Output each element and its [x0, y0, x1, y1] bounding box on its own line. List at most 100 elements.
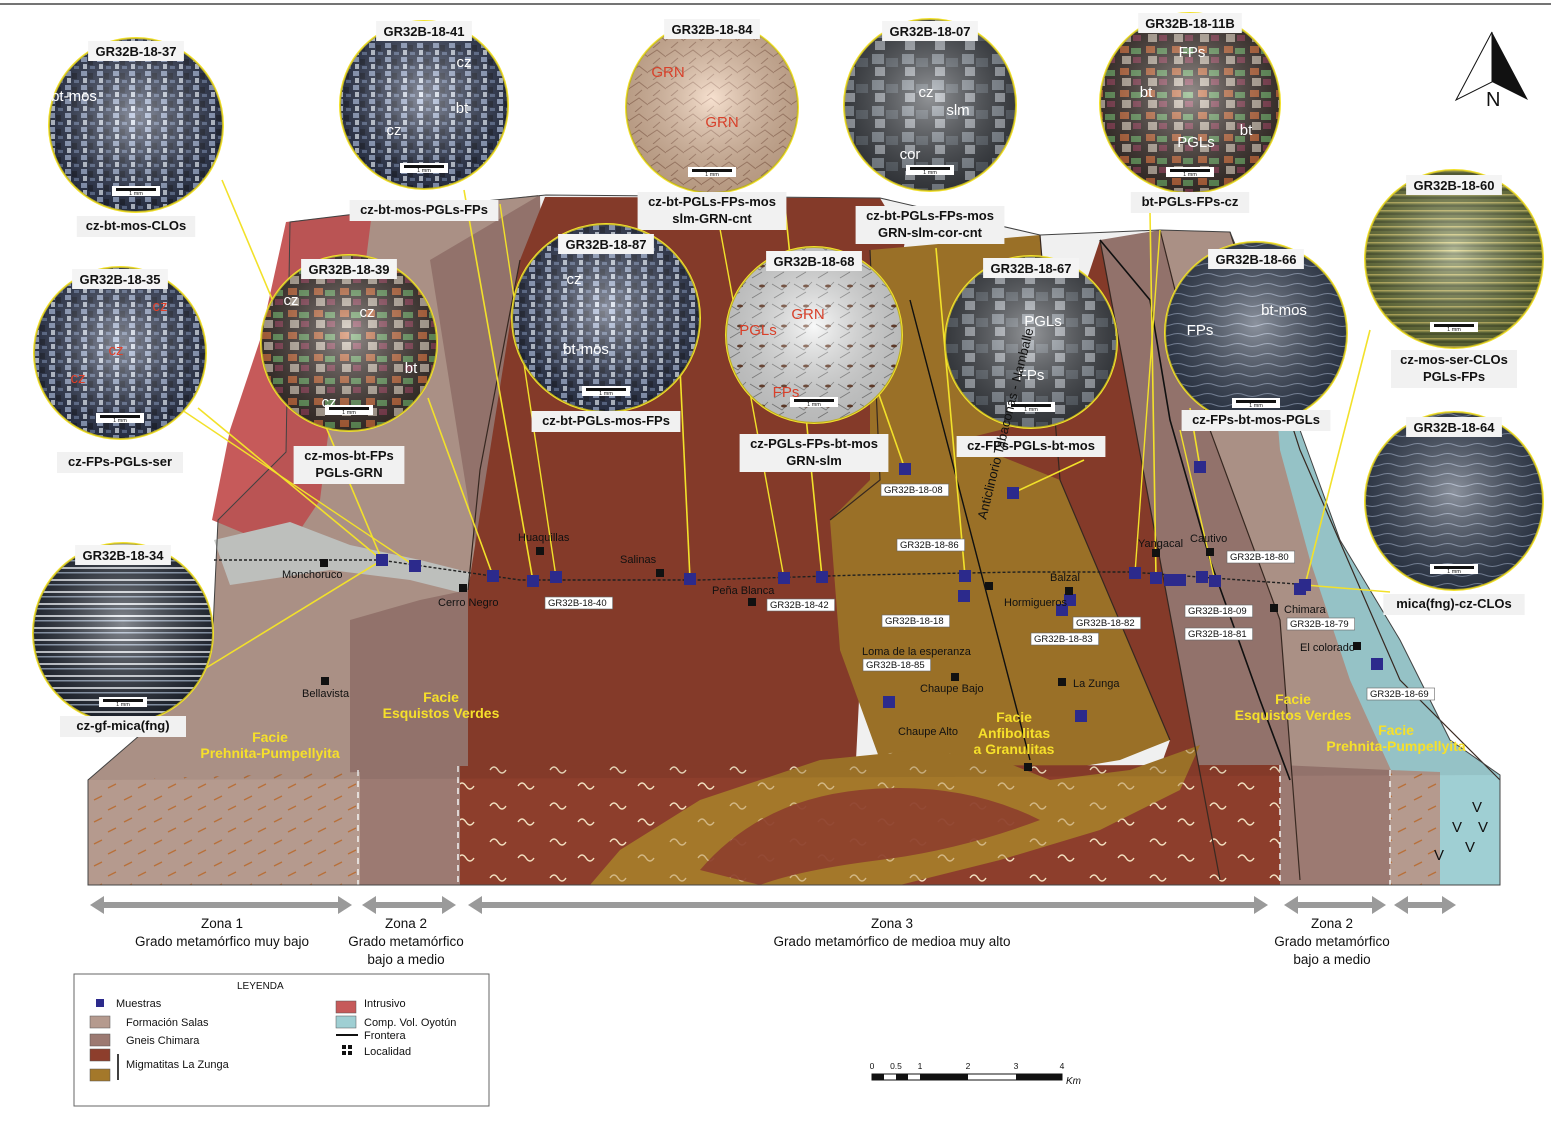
- mineral-label: cz: [71, 370, 86, 387]
- photomicrograph-title: GR32B-18-87: [566, 237, 647, 252]
- photomicrograph-title-box: [558, 234, 654, 254]
- photomicrograph-title-box: [75, 545, 171, 565]
- sample-marker: [1075, 710, 1087, 722]
- photomicrographs: GR32B-18-371 mmbt-moscz-bt-mos-CLOsGR32B…: [32, 12, 1544, 737]
- river-valley: [214, 522, 480, 595]
- locality-label: Chaupe Alto: [898, 726, 958, 738]
- legend-label: Muestras: [116, 998, 162, 1010]
- sample-label-box: [1286, 617, 1355, 631]
- sample-marker: [816, 571, 828, 583]
- locality-marker: [1152, 549, 1160, 557]
- legend-label: Comp. Vol. Oyotún: [364, 1017, 456, 1029]
- scale-bar-label: 1 mm: [1183, 172, 1197, 178]
- photomicrograph-title: GR32B-18-35: [80, 272, 161, 287]
- photomicrograph: GR32B-18-681 mmGRNPGLsFPscz-PGLs-FPs-bt-…: [725, 246, 903, 472]
- legend-swatch: [348, 1051, 352, 1055]
- zone-label: Zona 1: [201, 916, 243, 931]
- mineral-label: cz: [919, 84, 934, 101]
- mineral-assemblage-box: [76, 216, 196, 237]
- mineral-label: PGLs: [739, 322, 777, 339]
- mineral-assemblage: cz-FPs-PGLs-ser: [68, 454, 172, 469]
- mineral-assemblage: cz-bt-PGLs-FPs-mos: [866, 208, 994, 223]
- locality-label: Hormigueros: [1004, 597, 1067, 609]
- km-unit: Km: [1066, 1076, 1081, 1087]
- locality-label: Yangacal: [1138, 538, 1183, 550]
- locality-marker: [1353, 642, 1361, 650]
- zone-label: bajo a medio: [367, 952, 444, 967]
- sample-marker: [1064, 594, 1076, 606]
- mineral-assemblage: PGLs-FPs: [1423, 369, 1485, 384]
- sample-marker: [1129, 567, 1141, 579]
- sample-label: GR32B-18-08: [884, 485, 943, 496]
- connector-line: [181, 409, 416, 567]
- locality-marker: [459, 584, 467, 592]
- legend-swatch: [335, 1015, 357, 1029]
- legend-label: Localidad: [364, 1046, 411, 1058]
- mineral-assemblage-box: [349, 200, 499, 221]
- mineral-label: PGLs: [1024, 313, 1062, 330]
- locality-label: Chaupe Bajo: [920, 683, 984, 695]
- facie-label: Facie: [423, 689, 459, 705]
- legend-swatch: [96, 999, 104, 1007]
- photomicrograph: GR32B-18-661 mmFPsbt-moscz-FPs-bt-mos-PG…: [1164, 241, 1348, 431]
- photomicrograph-title-box: [1208, 249, 1304, 269]
- locality-label: Salinas: [620, 554, 657, 566]
- thrust-line: [1099, 239, 1291, 781]
- km-tick-label: 0.5: [890, 1061, 902, 1071]
- photomicrograph-title: GR32B-18-60: [1414, 178, 1495, 193]
- photomicrograph-title: GR32B-18-39: [309, 262, 390, 277]
- north-arrow-label: N: [1486, 89, 1500, 111]
- mineral-label: cz: [387, 122, 402, 139]
- sample-label-box: [862, 658, 931, 672]
- sample-marker: [1150, 572, 1162, 584]
- zone-label: Grado metamórfico muy bajo: [135, 934, 309, 949]
- photomicrograph-title: GR32B-18-41: [384, 24, 465, 39]
- sample-marker: [1174, 574, 1186, 586]
- km-tick-label: 2: [966, 1061, 971, 1071]
- mineral-label: cz: [284, 292, 299, 309]
- locality-marker: [320, 559, 328, 567]
- sample-label: GR32B-18-85: [866, 660, 925, 671]
- mineral-assemblage-box: [1130, 192, 1250, 213]
- sample-label-box: [1072, 616, 1141, 630]
- mineral-assemblage-box: [855, 206, 1005, 244]
- mineral-label: FPs: [773, 384, 800, 401]
- legend-label: Formación Salas: [126, 1017, 209, 1029]
- sample-label-box: [881, 614, 950, 628]
- mineral-label: cor: [900, 146, 921, 163]
- locality-marker: [536, 547, 544, 555]
- scale-bar-label: 1 mm: [113, 418, 127, 424]
- mineral-label: cz: [360, 304, 375, 321]
- locality-label: Chimara: [1284, 604, 1326, 616]
- zone-label: Zona 3: [871, 916, 913, 931]
- sample-marker: [409, 560, 421, 572]
- legend-swatch: [89, 1048, 111, 1062]
- locality-marker: [1058, 678, 1066, 686]
- mineral-label: bt: [1140, 84, 1153, 101]
- mineral-label: bt-mos: [1261, 302, 1307, 319]
- mineral-label: FPs: [1179, 44, 1206, 61]
- mineral-assemblage: cz-FPs-bt-mos-PGLs: [1192, 412, 1320, 427]
- photomicrograph-title-box: [301, 259, 397, 279]
- mineral-assemblage-box: [57, 452, 183, 473]
- connector-line: [935, 247, 966, 577]
- km-tick-label: 3: [1014, 1061, 1019, 1071]
- facie-label: Facie: [252, 729, 288, 745]
- sample-label-box: [1184, 627, 1253, 641]
- connector-line: [463, 189, 534, 582]
- mineral-assemblage-box: [1391, 350, 1517, 388]
- mineral-assemblage: cz-bt-mos-PGLs-FPs: [360, 202, 488, 217]
- locality-marker: [1065, 587, 1073, 595]
- sample-label: GR32B-18-09: [1188, 606, 1247, 617]
- legend-swatch: [335, 1000, 357, 1014]
- scale-bar-label: 1 mm: [923, 170, 937, 176]
- mineral-assemblage-box: [1181, 410, 1331, 431]
- photomicrograph-title-box: [1406, 175, 1502, 195]
- locality-marker: [748, 598, 756, 606]
- photomicrograph-title: GR32B-18-07: [890, 24, 971, 39]
- mineral-label: bt-mos: [563, 341, 609, 358]
- sample-label: GR32B-18-79: [1290, 619, 1349, 630]
